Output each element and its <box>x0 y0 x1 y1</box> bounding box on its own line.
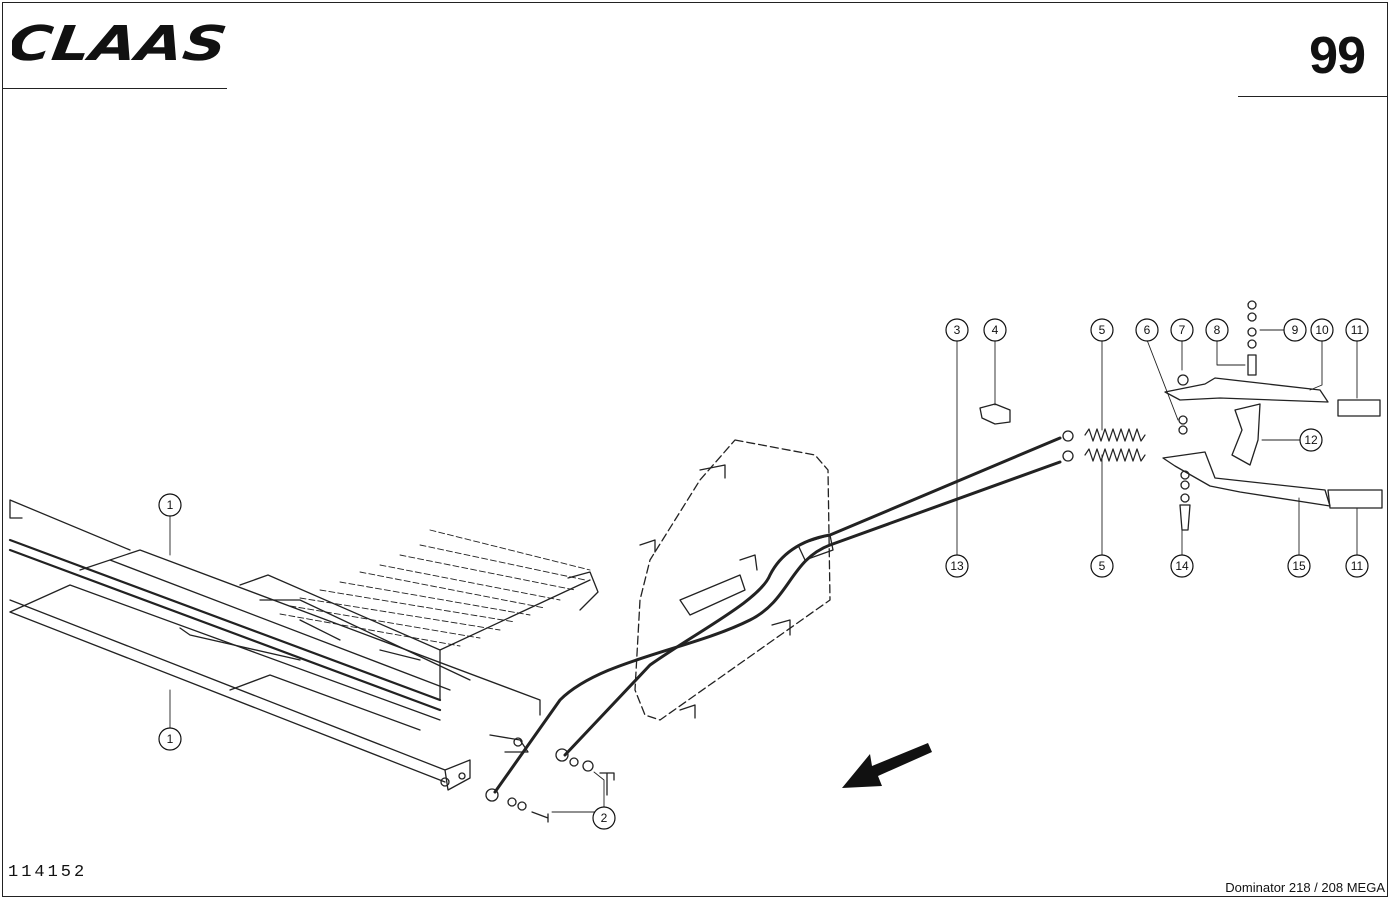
direction-arrow-icon <box>842 743 932 788</box>
cable-clamp-drawing <box>797 534 834 561</box>
callout-label: 11 <box>1351 559 1364 573</box>
callout-label: 7 <box>1179 323 1186 337</box>
callout-label: 15 <box>1292 559 1306 573</box>
callout-label: 14 <box>1175 559 1189 573</box>
side-panel-drawing <box>634 439 831 721</box>
callout-1-upper: 1 <box>158 493 182 517</box>
bracket-part-drawing <box>979 403 1011 425</box>
lever-plates-drawing <box>1162 300 1383 531</box>
callout-label: 9 <box>1292 323 1299 337</box>
callout-10: 10 <box>1310 318 1334 342</box>
callout-label: 4 <box>992 323 999 337</box>
drawing-number: 114152 <box>8 863 88 882</box>
callout-label: 1 <box>167 732 174 746</box>
header-rule-left <box>2 88 227 89</box>
claas-logo: CLAAS <box>12 18 230 68</box>
callout-15: 15 <box>1287 554 1311 578</box>
callout-13: 13 <box>945 554 969 578</box>
callout-label: 2 <box>601 811 608 825</box>
page-number: 99 <box>1309 27 1366 85</box>
springs-drawing <box>1084 428 1146 462</box>
callout-9: 9 <box>1283 318 1307 342</box>
callout-label: 10 <box>1315 323 1329 337</box>
sieve-slats-drawing <box>279 529 591 647</box>
callout-8: 8 <box>1205 318 1229 342</box>
callout-markers: 1 1 2 3 4 5 5 6 7 8 9 10 11 11 12 13 14 … <box>158 318 1369 830</box>
svg-text:CLAAS: CLAAS <box>12 18 230 68</box>
cable-ends-drawing <box>485 430 1074 823</box>
callout-11-upper: 11 <box>1345 318 1369 342</box>
callout-label: 5 <box>1099 559 1106 573</box>
header-rule-right <box>1238 96 1388 97</box>
callout-3: 3 <box>945 318 969 342</box>
callout-6: 6 <box>1135 318 1159 342</box>
callout-4: 4 <box>983 318 1007 342</box>
callout-5-upper: 5 <box>1090 318 1114 342</box>
callout-label: 8 <box>1214 323 1221 337</box>
callout-1-lower: 1 <box>158 727 182 751</box>
sieve-frame-drawing <box>8 499 599 791</box>
control-cable-drawing <box>493 436 1062 794</box>
callout-label: 6 <box>1144 323 1151 337</box>
model-caption: Dominator 218 / 208 MEGA <box>1225 880 1385 895</box>
callout-label: 12 <box>1304 433 1318 447</box>
callout-label: 13 <box>950 559 964 573</box>
callout-7: 7 <box>1170 318 1194 342</box>
callout-label: 3 <box>954 323 961 337</box>
leader-lines <box>169 329 1358 813</box>
callout-12: 12 <box>1299 428 1323 452</box>
callout-5-lower: 5 <box>1090 554 1114 578</box>
callout-label: 1 <box>167 498 174 512</box>
callout-label: 5 <box>1099 323 1106 337</box>
callout-2: 2 <box>592 806 616 830</box>
callout-label: 11 <box>1351 323 1364 337</box>
callout-11-lower: 11 <box>1345 554 1369 578</box>
callout-14: 14 <box>1170 554 1194 578</box>
